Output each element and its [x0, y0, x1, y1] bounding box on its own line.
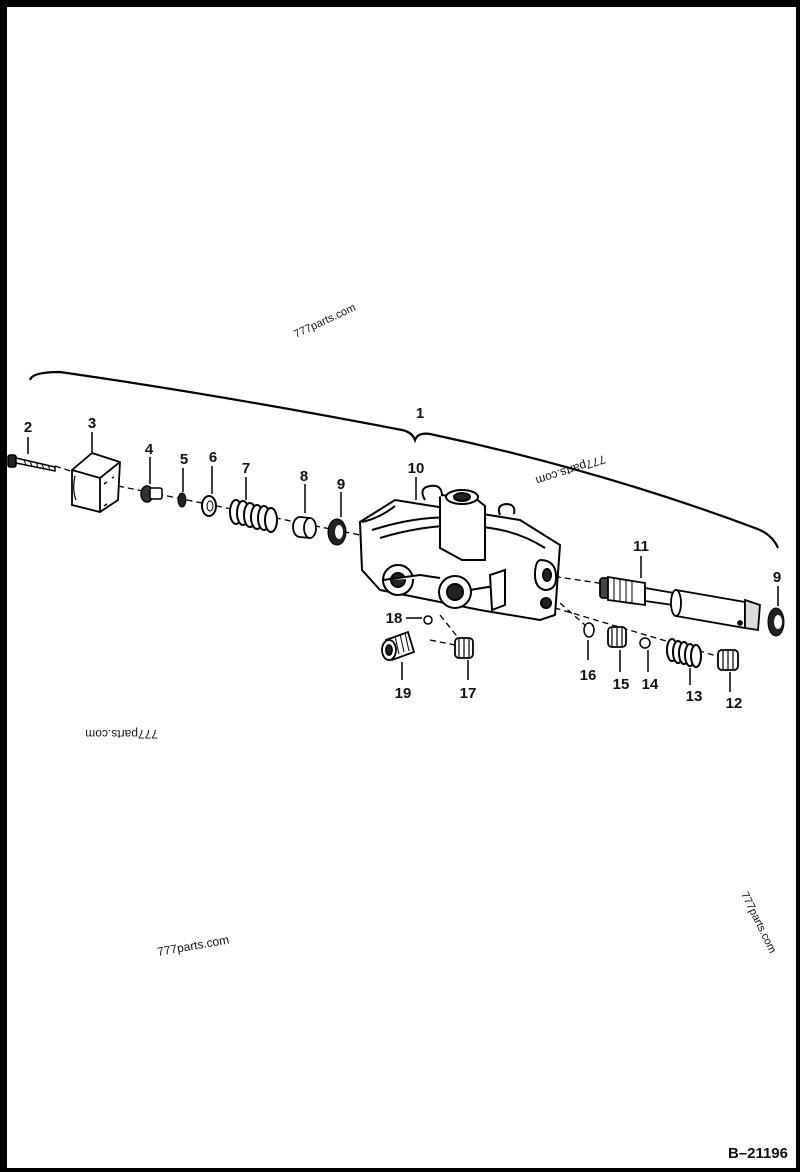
callout-14: 14 — [642, 676, 659, 693]
watermark-3: 777parts.com — [85, 727, 158, 741]
part-9-seal-left — [327, 518, 347, 546]
callout-12: 12 — [726, 695, 743, 712]
part-14-ball — [639, 637, 651, 649]
leader-lines — [27, 432, 779, 692]
callout-6: 6 — [209, 449, 217, 466]
part-4-plug — [140, 485, 163, 503]
callout-2: 2 — [24, 419, 32, 436]
callout-labels: 1 2 3 4 5 6 7 8 9 10 11 9 12 13 14 15 16… — [24, 405, 781, 712]
callout-7: 7 — [242, 460, 250, 477]
callout-4: 4 — [145, 441, 154, 458]
callout-9-right: 9 — [773, 569, 781, 586]
watermark-1: 777parts.com — [292, 302, 357, 341]
part-17-plug — [454, 637, 474, 659]
part-18-ball — [423, 615, 433, 625]
watermark-2: 777parts.com — [534, 452, 607, 488]
callout-17: 17 — [460, 685, 477, 702]
watermark-5: 777parts.com — [738, 890, 778, 955]
callout-15: 15 — [613, 676, 630, 693]
part-12-plug — [717, 649, 739, 671]
callout-1: 1 — [416, 405, 424, 422]
callout-19: 19 — [395, 685, 412, 702]
part-19-fitting — [381, 630, 416, 662]
callout-8: 8 — [300, 468, 308, 485]
callout-3: 3 — [88, 415, 96, 432]
part-10-valve-body — [358, 484, 562, 622]
part-8-seat — [292, 516, 317, 539]
assembly-bracket — [28, 370, 780, 549]
part-13-spring — [666, 638, 702, 668]
callout-13: 13 — [686, 688, 703, 705]
watermark-4: 777parts.com — [156, 933, 230, 959]
part-3-cap — [71, 451, 121, 513]
part-9-seal-right — [767, 607, 785, 637]
callout-9-left: 9 — [337, 476, 345, 493]
part-11-spool — [599, 575, 761, 632]
part-15-plug — [607, 626, 627, 648]
part-16-o-ring — [583, 622, 595, 638]
callout-18: 18 — [386, 610, 403, 627]
callout-11: 11 — [633, 538, 649, 555]
callout-5: 5 — [180, 451, 188, 468]
callout-16: 16 — [580, 667, 597, 684]
part-2-bolt — [7, 454, 56, 472]
drawing-code: B–21196 — [728, 1145, 788, 1162]
part-5-ring — [177, 492, 187, 508]
part-7-spring — [229, 499, 278, 533]
callout-10: 10 — [408, 460, 425, 477]
part-6-washer — [201, 495, 217, 517]
